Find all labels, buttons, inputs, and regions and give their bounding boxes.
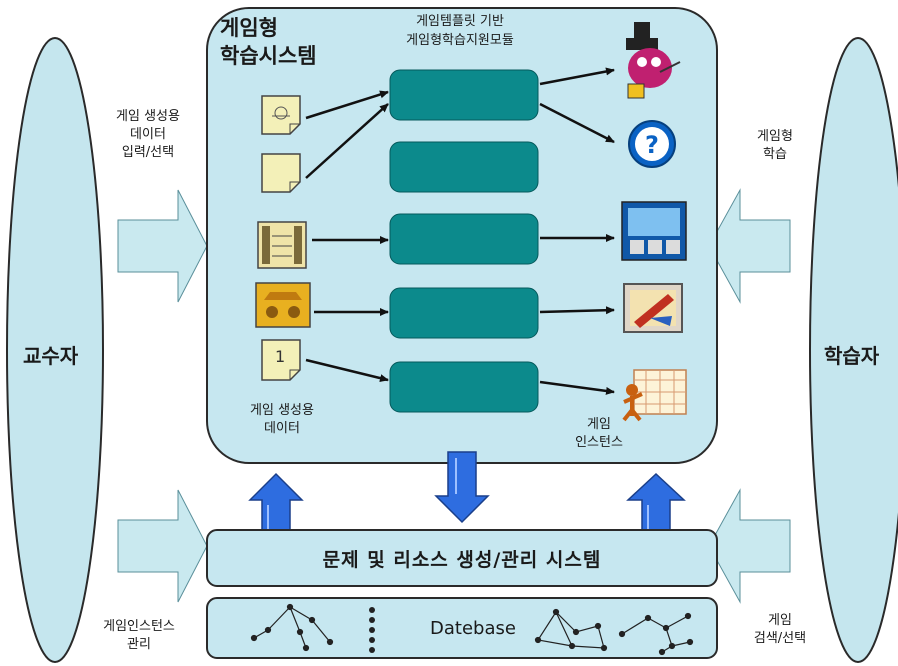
arrow-module1-instance2 bbox=[539, 102, 615, 144]
arrow-data2-module1 bbox=[305, 103, 389, 179]
right-search-label-line1: 게임 bbox=[768, 613, 792, 628]
main-box-title-line1: 게임형 bbox=[220, 16, 278, 40]
left-actor-label: 교수자 bbox=[23, 344, 79, 368]
module-box-3 bbox=[389, 213, 539, 265]
arrow-module5-instance5 bbox=[539, 380, 615, 395]
left-manage-arrow bbox=[117, 489, 208, 603]
up-arrow-left bbox=[248, 472, 304, 531]
pencil-puzzle-icon bbox=[623, 283, 683, 333]
right-search-arrow bbox=[708, 488, 791, 604]
down-arrow-middle bbox=[434, 451, 490, 524]
right-learn-label-line1: 게임형 bbox=[757, 129, 793, 144]
platform-title: 게임템플릿 기반 게임형학습지원모듈 bbox=[360, 12, 560, 50]
chart-presenter-icon bbox=[622, 369, 687, 422]
main-box-title-line2: 학습시스템 bbox=[220, 44, 317, 68]
right-search-label-line2: 검색/선택 bbox=[753, 631, 807, 646]
svg-text:?: ? bbox=[645, 131, 659, 159]
right-search-label: 게임 검색/선택 bbox=[738, 612, 822, 648]
left-manage-label-line2: 관리 bbox=[127, 637, 151, 652]
data-caption-line2: 데이터 bbox=[264, 421, 300, 436]
number-doc-icon: 1 bbox=[261, 339, 301, 381]
machine-photo-icon bbox=[255, 282, 311, 328]
data-caption-line1: 게임 생성용 bbox=[250, 403, 314, 418]
resource-system-bar bbox=[206, 529, 718, 587]
database-bar bbox=[206, 597, 718, 659]
tree-graph-icon bbox=[250, 603, 334, 652]
left-input-label-line1: 게임 생성용 bbox=[116, 109, 180, 124]
right-learn-label: 게임형 학습 bbox=[740, 128, 810, 164]
instance-caption-line2: 인스턴스 bbox=[575, 435, 623, 450]
database-label: Datebase bbox=[430, 618, 516, 639]
game-screen-icon bbox=[621, 201, 687, 261]
arrow-data1-module1 bbox=[305, 90, 389, 120]
platform-title-line1: 게임템플릿 기반 bbox=[416, 14, 504, 29]
module-box-1 bbox=[389, 69, 539, 121]
left-actor-ellipse bbox=[6, 37, 104, 663]
left-input-label-line3: 입력/선택 bbox=[121, 145, 175, 160]
left-input-label-line2: 데이터 bbox=[130, 127, 166, 142]
module-box-4 bbox=[389, 287, 539, 339]
right-actor-ellipse bbox=[809, 37, 898, 663]
question-mark-icon: ? bbox=[628, 120, 676, 168]
module-box-5 bbox=[389, 361, 539, 413]
arrow-data5-module5 bbox=[305, 358, 389, 382]
instance-caption: 게임 인스턴스 bbox=[560, 416, 638, 452]
instance-caption-line1: 게임 bbox=[587, 417, 611, 432]
data-caption: 게임 생성용 데이터 bbox=[232, 402, 332, 438]
arrow-module4-instance4 bbox=[539, 306, 615, 315]
main-box-title: 게임형 학습시스템 bbox=[220, 14, 360, 70]
left-input-arrow bbox=[117, 189, 208, 303]
up-arrow-right bbox=[626, 472, 686, 531]
platform-title-line2: 게임형학습지원모듈 bbox=[406, 33, 514, 48]
right-actor-label: 학습자 bbox=[824, 344, 880, 368]
branch-graph-icon bbox=[618, 612, 694, 656]
network-graph-icon bbox=[534, 608, 608, 652]
blank-doc-icon bbox=[261, 153, 301, 193]
module-box-2 bbox=[389, 141, 539, 193]
left-manage-label: 게임인스턴스 관리 bbox=[80, 618, 198, 654]
arrow-module1-instance1 bbox=[539, 67, 615, 86]
left-manage-label-line1: 게임인스턴스 bbox=[103, 619, 175, 634]
vertical-dots-icon bbox=[369, 607, 375, 653]
magician-cartoon-icon bbox=[626, 22, 681, 99]
list-doc-icon bbox=[257, 221, 307, 269]
map-doc-icon bbox=[261, 95, 301, 135]
right-learn-arrow bbox=[708, 188, 791, 304]
svg-text:1: 1 bbox=[275, 347, 285, 366]
resource-system-label: 문제 및 리소스 생성/관리 시스템 bbox=[322, 549, 602, 571]
left-input-label: 게임 생성용 데이터 입력/선택 bbox=[100, 108, 196, 162]
right-learn-label-line2: 학습 bbox=[763, 147, 787, 162]
